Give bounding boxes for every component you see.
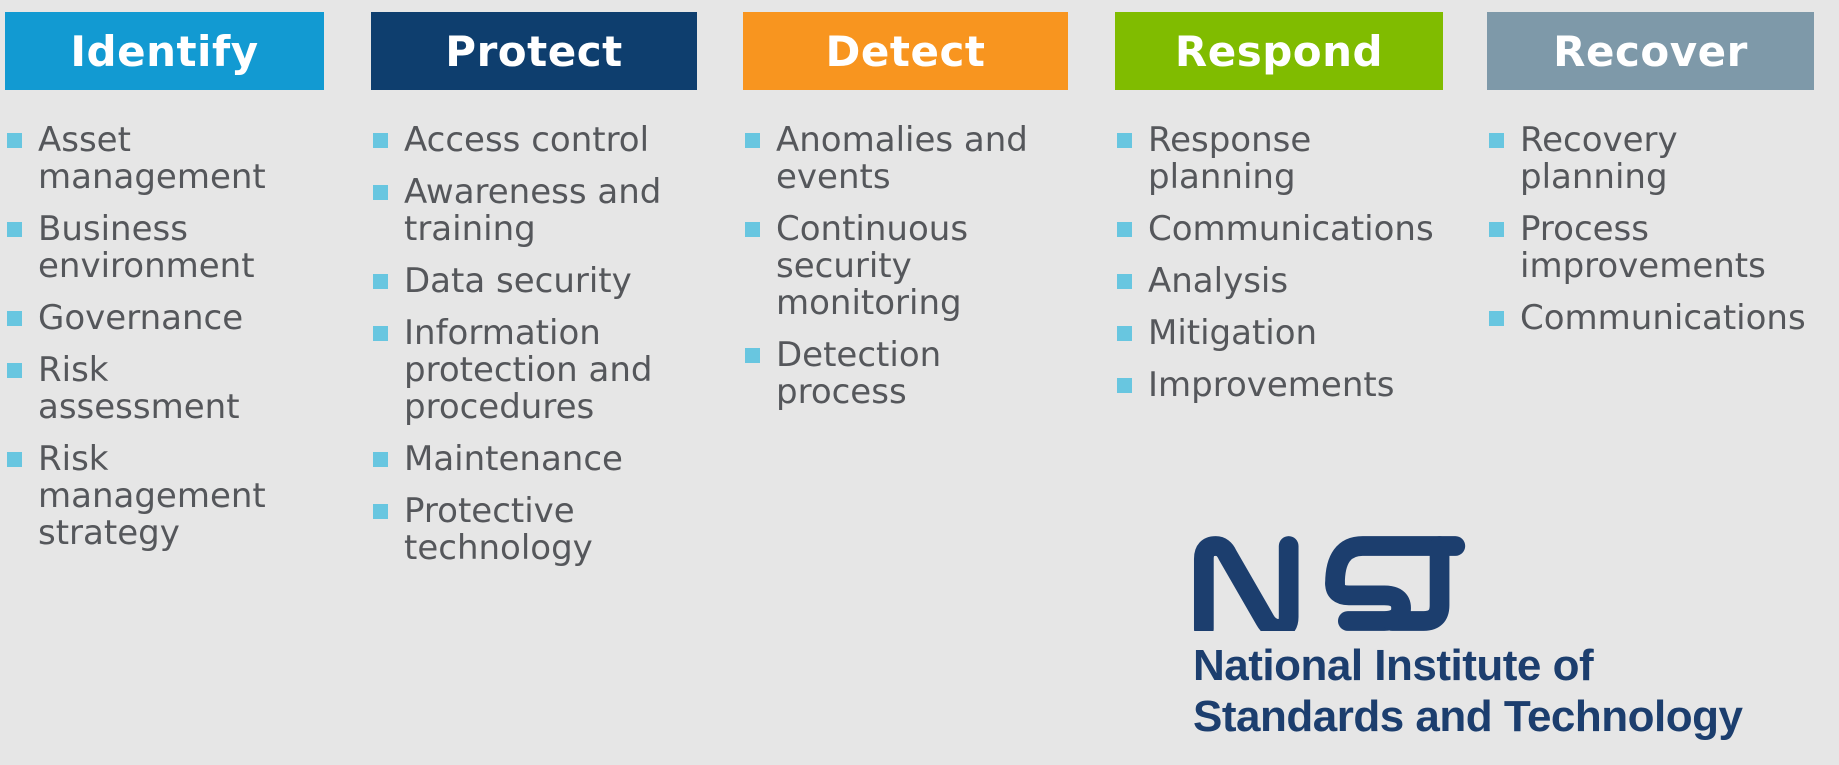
list-item: Data security	[373, 263, 697, 300]
list-item-label: Access control	[404, 120, 650, 160]
list-item-label: Analysis	[1148, 261, 1289, 301]
list-item-label: Business environment	[38, 209, 255, 286]
list-item-label: Asset management	[38, 120, 266, 197]
nist-logo-line1: National Institute of	[1193, 641, 1594, 690]
bullet-square-icon	[1117, 326, 1132, 341]
bullet-square-icon	[745, 133, 760, 148]
nist-logo: National Institute of Standards and Tech…	[1193, 536, 1743, 742]
list-item-label: Awareness and training	[404, 172, 662, 249]
list-item-label: Detection process	[776, 335, 942, 412]
bullet-square-icon	[373, 452, 388, 467]
list-item-label: Governance	[38, 298, 244, 338]
list-item-label: Process improvements	[1520, 209, 1766, 286]
bullet-square-icon	[1117, 378, 1132, 393]
list-item-label: Mitigation	[1148, 313, 1318, 353]
list-item-label: Improvements	[1148, 365, 1395, 405]
bullet-square-icon	[373, 504, 388, 519]
bullet-square-icon	[1489, 133, 1504, 148]
list-item: Anomalies and events	[745, 122, 1068, 196]
list-item: Continuous security monitoring	[745, 211, 1068, 322]
list-item-label: Protective technology	[404, 491, 593, 568]
column-header-detect: Detect	[743, 12, 1068, 90]
bullet-square-icon	[745, 222, 760, 237]
list-item: Improvements	[1117, 367, 1443, 404]
bullet-square-icon	[7, 133, 22, 148]
bullet-square-icon	[1117, 133, 1132, 148]
bullet-square-icon	[373, 326, 388, 341]
list-item-label: Communications	[1148, 209, 1434, 249]
list-item: Risk management strategy	[7, 441, 324, 552]
list-item: Risk assessment	[7, 352, 324, 426]
list-item: Process improvements	[1489, 211, 1814, 285]
list-item-label: Data security	[404, 261, 632, 301]
bullet-square-icon	[1117, 222, 1132, 237]
list-item: Response planning	[1117, 122, 1443, 196]
bullet-square-icon	[1489, 311, 1504, 326]
bullet-square-icon	[1489, 222, 1504, 237]
nist-logo-line2: Standards and Technology	[1193, 692, 1743, 741]
list-item-label: Continuous security monitoring	[776, 209, 969, 323]
list-item: Maintenance	[373, 441, 697, 478]
list-item-label: Anomalies and events	[776, 120, 1028, 197]
list-item: Protective technology	[373, 493, 697, 567]
bullet-square-icon	[373, 133, 388, 148]
list-item: Information protection and procedures	[373, 315, 697, 426]
list-item: Business environment	[7, 211, 324, 285]
list-item-label: Information protection and procedures	[404, 313, 653, 427]
list-item-label: Maintenance	[404, 439, 623, 479]
list-item-label: Response planning	[1148, 120, 1312, 197]
list-item: Governance	[7, 300, 324, 337]
list-item: Recovery planning	[1489, 122, 1814, 196]
bullet-square-icon	[373, 185, 388, 200]
bullet-square-icon	[1117, 274, 1132, 289]
bullet-square-icon	[7, 222, 22, 237]
nist-wordmark-icon	[1193, 536, 1466, 631]
list-item: Mitigation	[1117, 315, 1443, 352]
bullet-square-icon	[7, 311, 22, 326]
bullet-square-icon	[745, 348, 760, 363]
list-item-label: Risk assessment	[38, 350, 240, 427]
list-item: Detection process	[745, 337, 1068, 411]
column-header-respond: Respond	[1115, 12, 1443, 90]
list-item: Awareness and training	[373, 174, 697, 248]
bullet-square-icon	[7, 363, 22, 378]
list-item: Asset management	[7, 122, 324, 196]
list-item: Access control	[373, 122, 697, 159]
list-item: Analysis	[1117, 263, 1443, 300]
bullet-square-icon	[7, 452, 22, 467]
column-header-protect: Protect	[371, 12, 697, 90]
list-item: Communications	[1489, 300, 1814, 337]
list-item: Communications	[1117, 211, 1443, 248]
list-item-label: Risk management strategy	[38, 439, 266, 553]
column-header-recover: Recover	[1487, 12, 1814, 90]
column-header-identify: Identify	[5, 12, 324, 90]
list-item-label: Recovery planning	[1520, 120, 1678, 197]
bullet-square-icon	[373, 274, 388, 289]
list-item-label: Communications	[1520, 298, 1806, 338]
